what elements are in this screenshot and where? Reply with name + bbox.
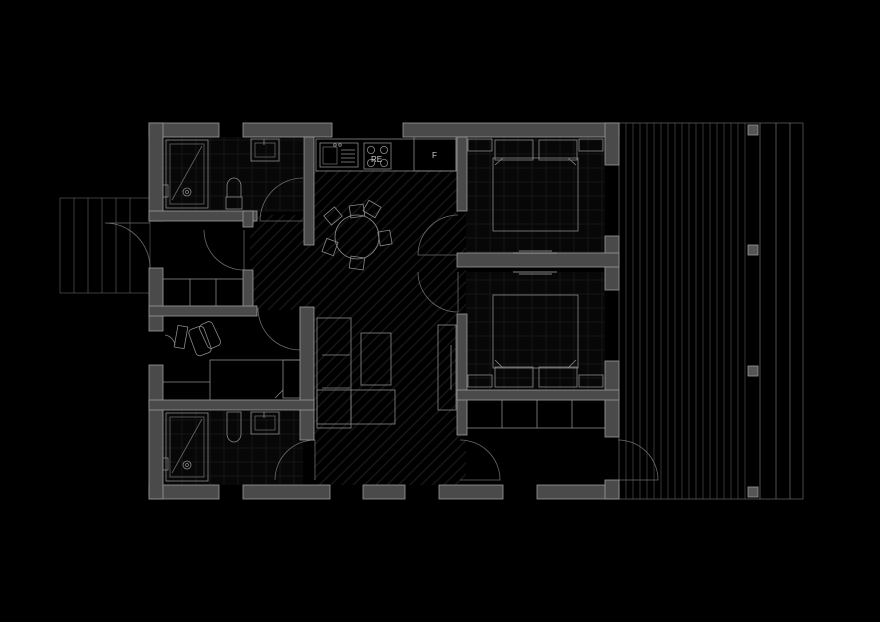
bed-bottom xyxy=(492,294,579,369)
sofa xyxy=(316,317,396,429)
kitchen-sink xyxy=(319,142,359,168)
deck-posts xyxy=(747,124,759,498)
closet xyxy=(162,278,244,307)
shower-tray-top xyxy=(165,139,209,209)
hall-floor xyxy=(250,215,314,310)
fridge-label: F xyxy=(432,151,437,160)
utility-counter xyxy=(209,359,301,401)
drain-bottom xyxy=(182,460,192,470)
drain-top xyxy=(182,187,192,197)
door-swings xyxy=(104,177,659,481)
dining-chairs xyxy=(321,199,393,271)
walls xyxy=(148,122,620,500)
bath-bottom-floor xyxy=(163,410,303,485)
fridge xyxy=(413,136,457,172)
entry-steps xyxy=(59,197,151,294)
sink-bottom xyxy=(250,411,280,435)
bath-top-floor xyxy=(163,137,303,212)
stove xyxy=(363,142,392,170)
toilet-top-tank xyxy=(225,196,243,210)
floor-areas xyxy=(163,137,605,485)
living-floor xyxy=(314,170,466,485)
bed-top xyxy=(492,157,579,232)
tv-unit xyxy=(437,324,457,411)
bedroom-bottom-floor xyxy=(466,272,605,397)
stove-label: RE xyxy=(371,155,382,164)
coffee-table xyxy=(360,332,392,386)
bedroom-top-floor xyxy=(466,137,605,258)
wardrobe xyxy=(466,399,606,429)
fixtures xyxy=(162,136,606,482)
sink-top xyxy=(250,138,280,162)
washer xyxy=(173,324,189,350)
toilet-bottom xyxy=(226,411,242,443)
shower-tray-bottom xyxy=(165,412,209,482)
deck xyxy=(618,122,804,500)
